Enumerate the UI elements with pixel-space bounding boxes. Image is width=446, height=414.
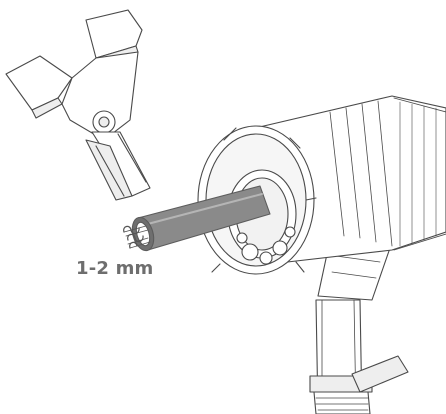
spring-liner-icon xyxy=(123,225,151,249)
side-cutter-icon xyxy=(5,9,151,201)
inner-hose-icon xyxy=(131,185,271,252)
cable-hose-icon xyxy=(309,299,409,414)
measurement-label: 1-2 mm xyxy=(76,258,154,279)
